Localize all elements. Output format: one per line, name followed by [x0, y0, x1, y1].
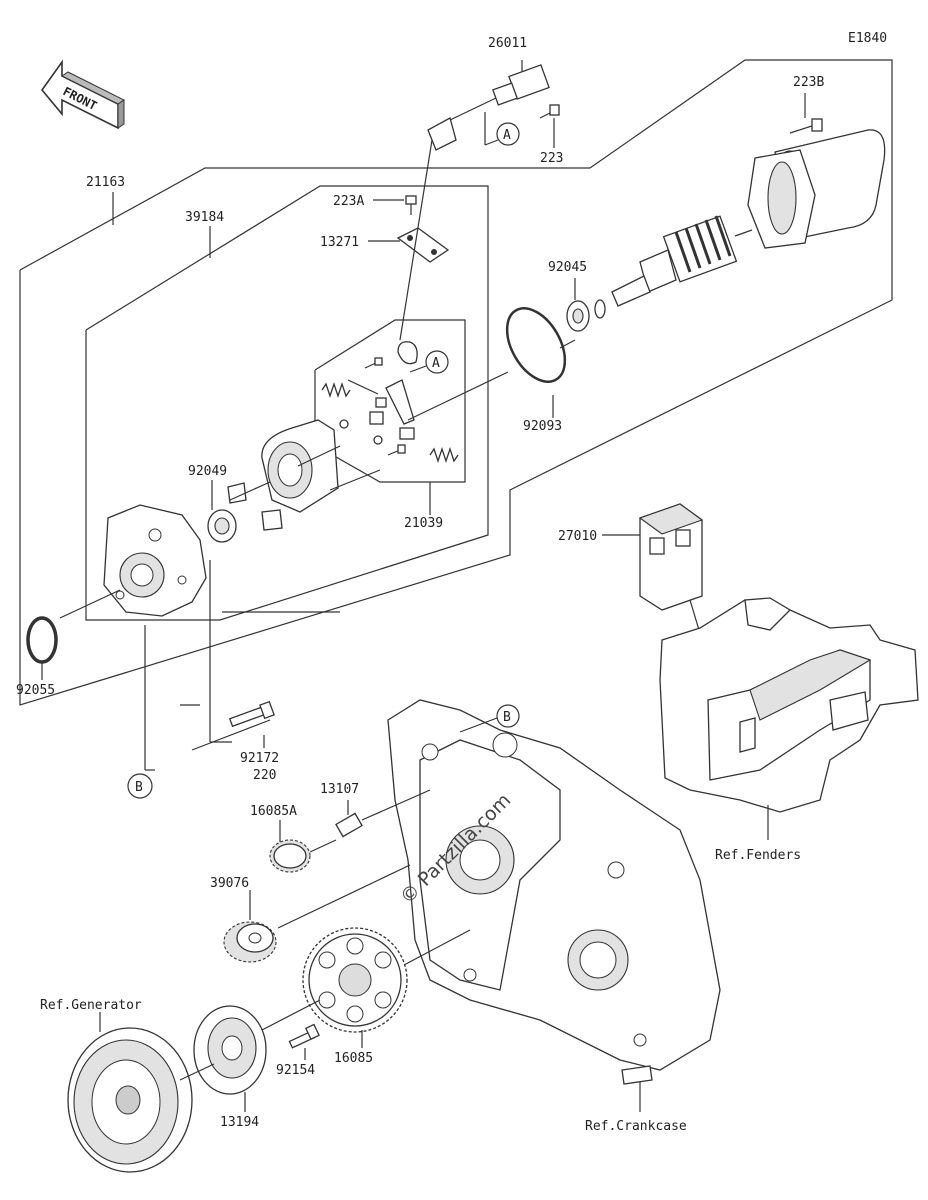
o-ring-92055-icon — [26, 616, 58, 664]
frame-39184 — [85, 185, 489, 621]
label-39076: 39076 — [210, 876, 249, 891]
label-92172: 92172 — [240, 751, 279, 766]
generator-rotor-icon — [67, 1027, 193, 1173]
bolt-92154-icon — [288, 1023, 320, 1049]
svg-text:B: B — [503, 710, 511, 725]
frame-21163 — [19, 59, 893, 706]
label-16085A: 16085A — [250, 804, 297, 819]
label-92154: 92154 — [276, 1063, 315, 1078]
label-92093: 92093 — [523, 419, 562, 434]
armature — [611, 215, 753, 307]
label-16085: 16085 — [334, 1051, 373, 1066]
brush-spring-lower-icon — [429, 446, 459, 464]
gear-39076-icon — [223, 921, 277, 963]
label-26011: 26011 — [488, 36, 527, 51]
label-92055: 92055 — [16, 683, 55, 698]
label-13194: 13194 — [220, 1115, 259, 1130]
screw-223A-icon — [405, 195, 417, 215]
part-labels: 26011 223 223B 223A 21163 39184 13271 92… — [16, 36, 824, 1134]
seal-92049-icon — [207, 482, 283, 543]
label-ref-fenders: Ref.Fenders — [715, 848, 801, 863]
label-92049: 92049 — [188, 464, 227, 479]
bolt-92172-icon — [228, 700, 275, 728]
marker-a-mid: A — [409, 350, 449, 374]
label-223A: 223A — [333, 194, 364, 209]
bearing-92045-icon — [566, 299, 606, 332]
pin-13107-icon — [335, 812, 363, 838]
marker-b-left: B — [127, 773, 153, 799]
label-13271: 13271 — [320, 235, 359, 250]
plate-13271-icon — [396, 227, 450, 263]
starter-motor-housing — [747, 129, 886, 249]
connector-26011-icon — [427, 64, 550, 151]
marker-b-crankcase: B — [459, 704, 520, 733]
label-223: 223 — [540, 151, 563, 166]
brush-spring-upper-icon — [321, 381, 351, 399]
svg-text:A: A — [432, 356, 440, 371]
crankcase — [387, 699, 721, 1085]
svg-text:A: A — [503, 128, 511, 143]
label-39184: 39184 — [185, 210, 224, 225]
label-21039: 21039 — [404, 516, 443, 531]
fender-bracket — [659, 597, 919, 813]
label-27010: 27010 — [558, 529, 597, 544]
label-13107: 13107 — [320, 782, 359, 797]
o-ring-92093-icon — [505, 307, 567, 383]
label-223B: 223B — [793, 75, 824, 90]
screw-223-icon — [539, 104, 560, 119]
diagram-code: E1840 — [848, 31, 887, 46]
label-ref-generator: Ref.Generator — [40, 998, 142, 1013]
relay-27010-icon — [638, 503, 704, 611]
front-arrow-icon: FRONT — [40, 59, 125, 130]
marker-a-top: A — [496, 122, 520, 146]
front-cover — [103, 504, 207, 617]
gear-16085-icon — [302, 927, 408, 1033]
label-ref-crankcase: Ref.Crankcase — [585, 1119, 687, 1134]
gear-16085A-icon — [269, 839, 311, 873]
brush-holder-21039 — [261, 341, 418, 513]
svg-text:B: B — [135, 780, 143, 795]
label-220: 220 — [253, 768, 276, 783]
starter-clutch-13194-icon — [193, 1005, 267, 1095]
label-92045: 92045 — [548, 260, 587, 275]
bolt-223B-icon — [789, 118, 823, 134]
label-21163: 21163 — [86, 175, 125, 190]
